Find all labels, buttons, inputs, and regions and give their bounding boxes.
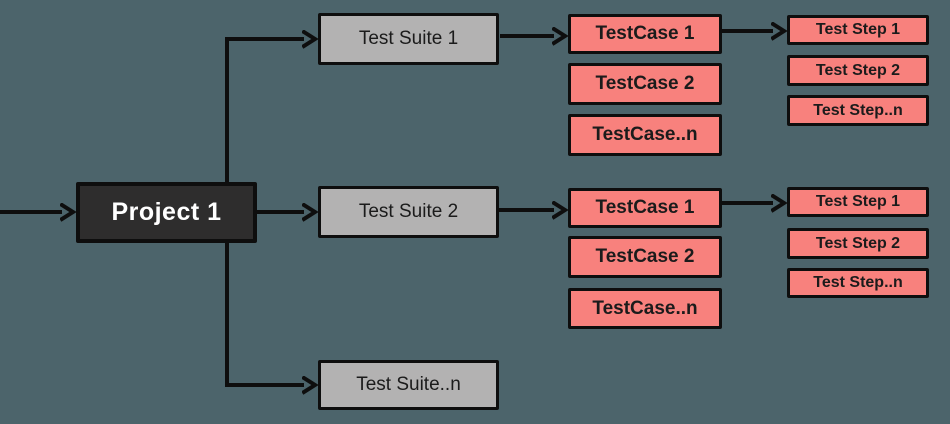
test-suite-n-node: Test Suite..n xyxy=(318,360,499,410)
row1-testcase-n-node: TestCase..n xyxy=(568,114,722,156)
row1-test-step-1-node: Test Step 1 xyxy=(787,15,929,45)
connector-project-to-suite-n xyxy=(225,243,304,385)
row2-test-step-2-node: Test Step 2 xyxy=(787,228,929,259)
row2-testcase-n-node: TestCase..n xyxy=(568,288,722,329)
row1-test-step-n-node: Test Step..n xyxy=(787,95,929,126)
row1-testcase-1-node: TestCase 1 xyxy=(568,14,722,54)
connector-project-to-suite1 xyxy=(225,39,304,182)
test-suite-2-node: Test Suite 2 xyxy=(318,186,499,238)
row2-testcase-1-node: TestCase 1 xyxy=(568,188,722,228)
row2-test-step-1-node: Test Step 1 xyxy=(787,187,929,217)
row1-test-step-2-node: Test Step 2 xyxy=(787,55,929,86)
row1-testcase-2-node: TestCase 2 xyxy=(568,63,722,105)
project-node: Project 1 xyxy=(76,182,257,243)
test-suite-1-node: Test Suite 1 xyxy=(318,13,499,65)
row2-testcase-2-node: TestCase 2 xyxy=(568,236,722,278)
row2-test-step-n-node: Test Step..n xyxy=(787,268,929,298)
